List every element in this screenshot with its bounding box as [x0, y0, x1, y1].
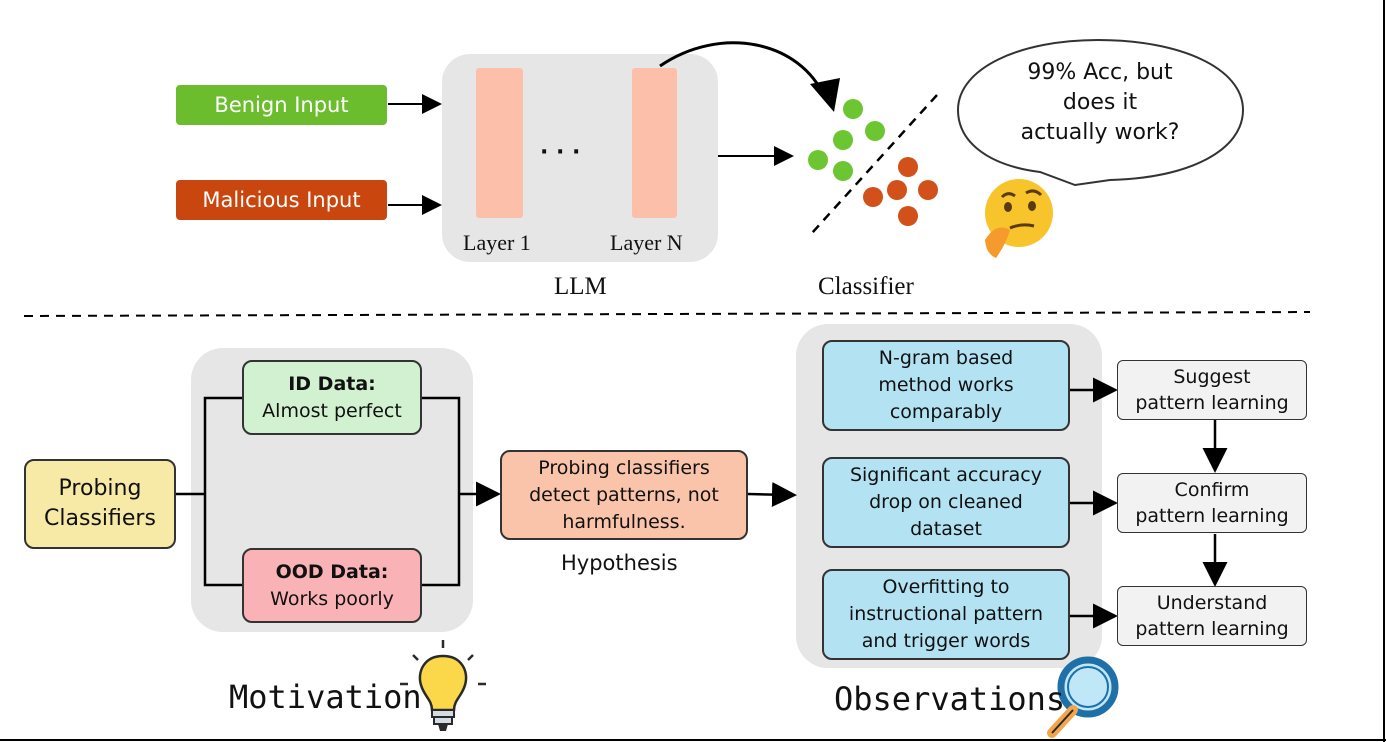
hypothesis-line: harmfulness. — [562, 510, 686, 533]
bubble-line: actually work? — [1020, 120, 1180, 145]
probing-line: Classifiers — [44, 506, 156, 531]
observation-line: and trigger words — [861, 630, 1031, 652]
speech-bubble — [956, 38, 1245, 187]
layer-n-bar — [632, 68, 677, 218]
benign-input-pill: Benign Input — [176, 85, 387, 125]
to-observations-arrow — [747, 482, 797, 508]
probing-classifiers-box: Probing Classifiers — [24, 459, 176, 549]
result-line: pattern learning — [1135, 505, 1289, 527]
observation-line: dataset — [910, 518, 982, 540]
observation-line: method works — [878, 374, 1014, 396]
observation-box-2: Significant accuracy drop on cleaned dat… — [822, 457, 1070, 548]
benign-dot — [843, 99, 863, 119]
observation-box-3: Overfitting to instructional pattern and… — [822, 569, 1070, 660]
motivation-title: Motivation — [229, 678, 422, 716]
hypothesis-line: Probing classifiers — [538, 456, 710, 479]
ood-data-title: OOD Data: — [275, 560, 389, 583]
bubble-line: does it — [1062, 90, 1138, 115]
id-data-box: ID Data: Almost perfect — [242, 360, 422, 435]
ood-data-box: OOD Data: Works poorly — [242, 548, 422, 623]
magnifier-icon — [1047, 656, 1119, 738]
observation-line: drop on cleaned — [869, 491, 1023, 513]
llm-label: LLM — [554, 273, 607, 300]
result-box-2: Confirm pattern learning — [1117, 473, 1307, 533]
layer-ellipsis: · · · — [540, 140, 581, 165]
curved-probe-arrowhead — [810, 78, 840, 112]
left-bracket — [203, 396, 243, 587]
hypothesis-line: detect patterns, not — [529, 483, 719, 506]
result-box-3: Understand pattern learning — [1117, 586, 1307, 646]
malicious-dot — [863, 187, 883, 207]
result-line: Confirm — [1174, 479, 1250, 501]
observation-line: comparably — [889, 401, 1003, 423]
classifier-label: Classifier — [818, 273, 914, 300]
bubble-line: 99% Acc, but — [1027, 60, 1173, 85]
malicious-dot — [918, 180, 938, 200]
section-divider — [23, 311, 1311, 317]
malicious-input-pill: Malicious Input — [176, 180, 387, 220]
layer-1-label: Layer 1 — [463, 230, 531, 255]
malicious-dot — [887, 180, 907, 200]
result-box-1: Suggest pattern learning — [1117, 360, 1307, 420]
hypothesis-label: Hypothesis — [561, 551, 678, 575]
result-line: Understand — [1156, 592, 1268, 614]
observation-line: N-gram based — [878, 347, 1014, 369]
speech-bubble-text: 99% Acc, but does it actually work? — [980, 58, 1220, 148]
id-data-title: ID Data: — [288, 372, 376, 395]
lightbulb-icon — [400, 640, 486, 731]
thinking-face-icon — [985, 179, 1053, 258]
malicious-dot — [898, 157, 918, 177]
benign-dot — [865, 121, 885, 141]
benign-dot — [833, 161, 853, 181]
observation-line: Significant accuracy — [849, 464, 1043, 486]
layer-n-label: Layer N — [610, 230, 683, 255]
result-line: pattern learning — [1135, 618, 1289, 640]
observation-line: Overfitting to — [882, 576, 1010, 598]
hypothesis-box: Probing classifiers detect patterns, not… — [500, 450, 748, 540]
curved-probe-arrow — [659, 41, 827, 99]
benign-dot — [833, 130, 853, 150]
id-data-desc: Almost perfect — [262, 399, 402, 422]
observations-title: Observations — [834, 680, 1066, 718]
layer-1-bar — [476, 68, 523, 218]
result-line: Suggest — [1173, 366, 1251, 388]
benign-dot — [808, 150, 828, 170]
right-bracket — [421, 396, 461, 587]
observation-box-1: N-gram based method works comparably — [822, 340, 1070, 431]
observation-line: instructional pattern — [848, 603, 1044, 625]
ood-data-desc: Works poorly — [270, 587, 394, 610]
malicious-dot — [898, 206, 918, 226]
result-line: pattern learning — [1135, 392, 1289, 414]
probing-line: Probing — [58, 476, 142, 501]
